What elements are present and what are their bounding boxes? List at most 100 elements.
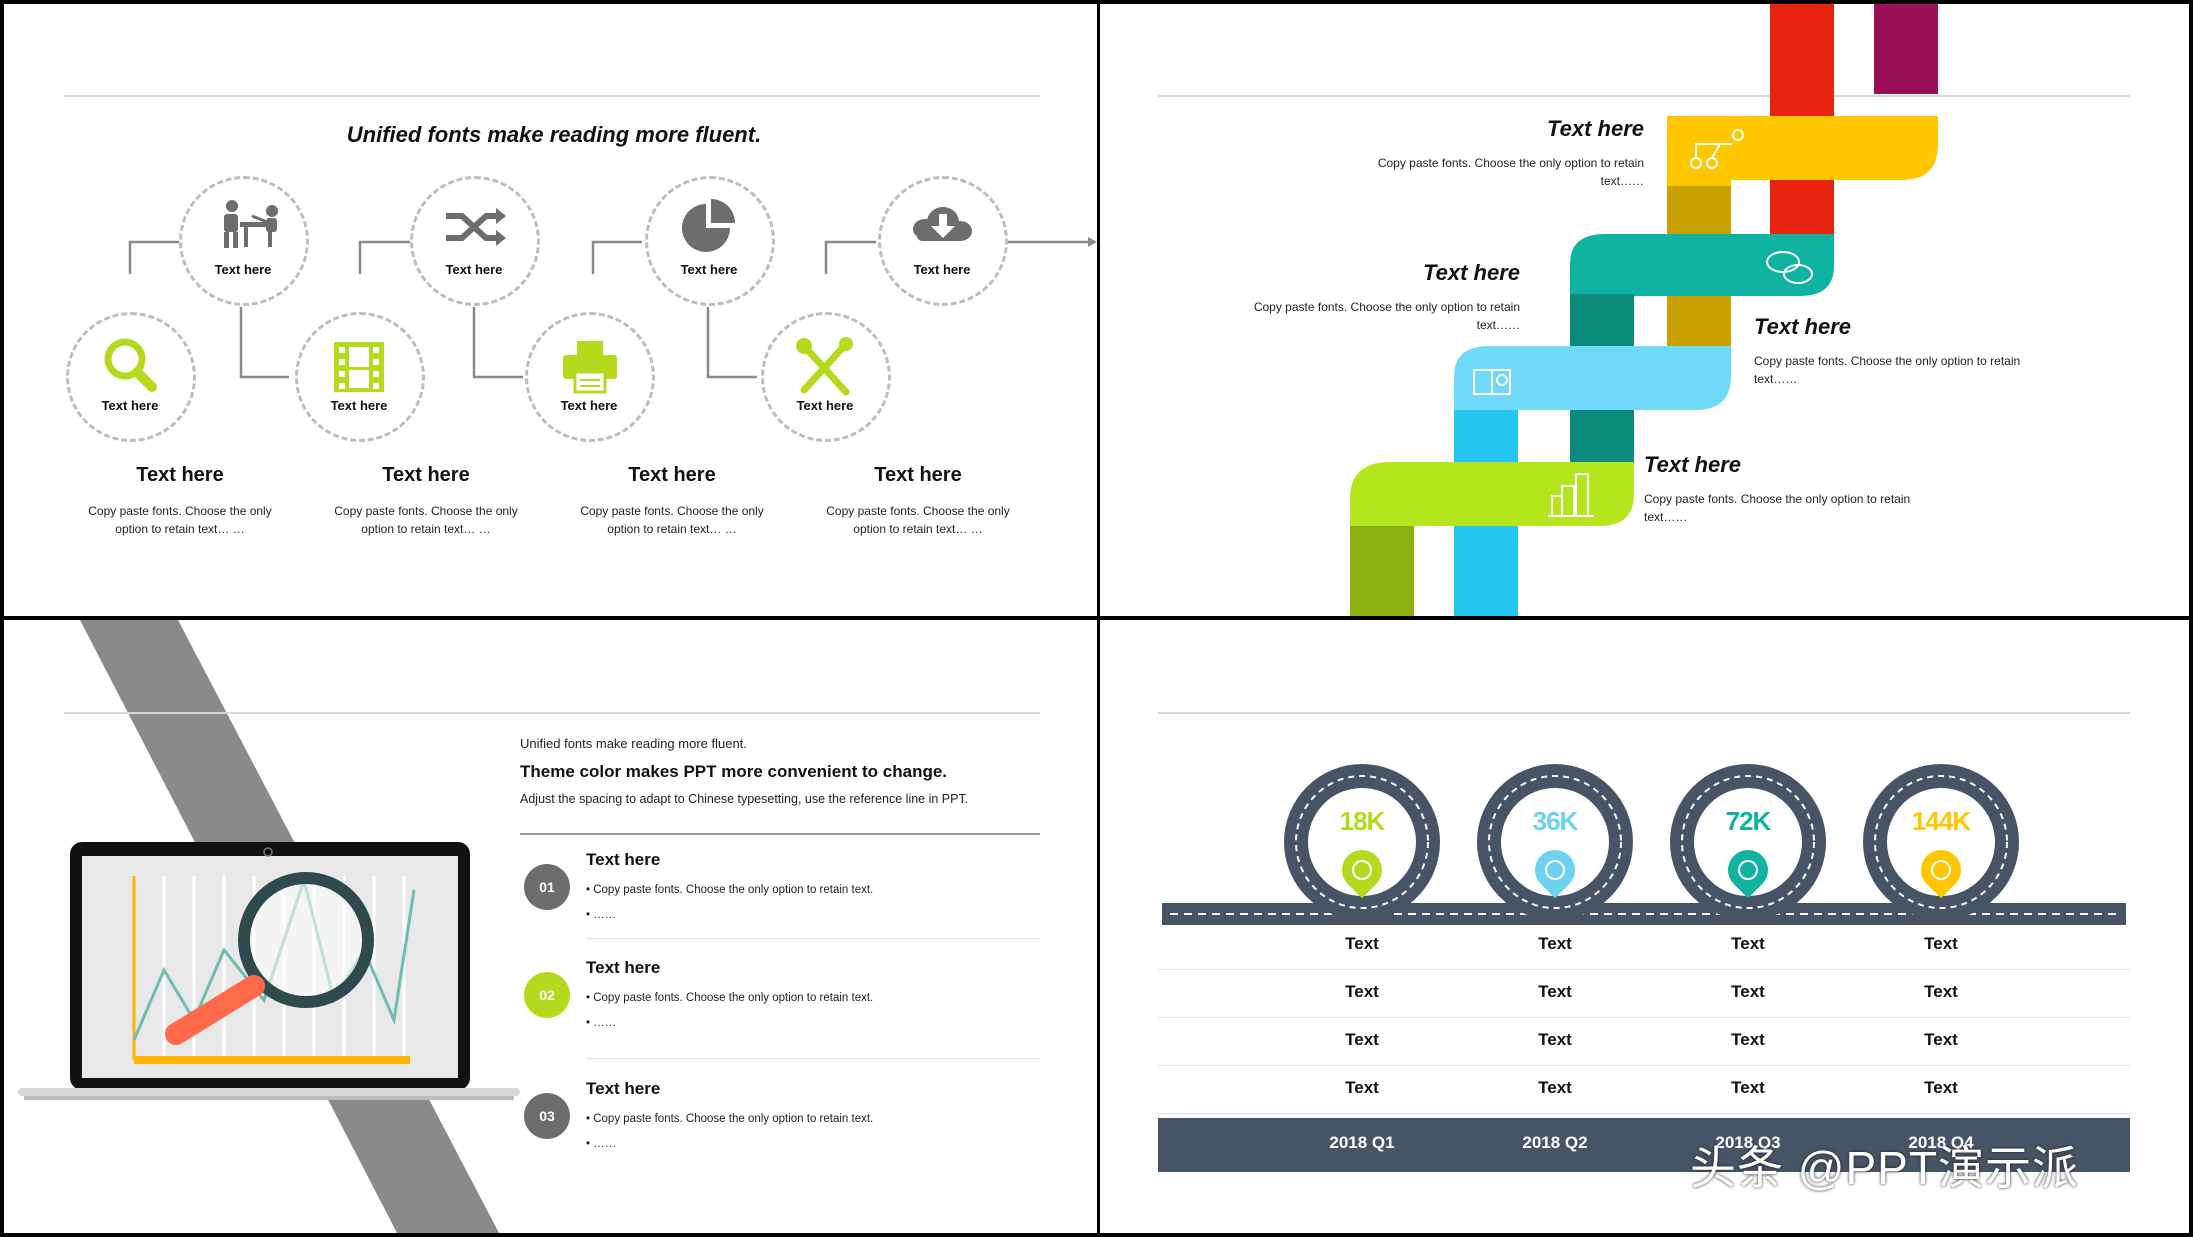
step-body-line: Copy paste fonts. Choose the only option… bbox=[1754, 354, 2021, 368]
bullet-dot: • bbox=[586, 992, 594, 1004]
table-cell: Text bbox=[1731, 982, 1765, 1001]
pie-chart-icon bbox=[682, 199, 735, 252]
bullet-text: Copy paste fonts. Choose the only option… bbox=[593, 884, 874, 896]
panel-circle-process: Unified fonts make reading more fluent. … bbox=[4, 4, 1097, 616]
table-cell: Text bbox=[1924, 1078, 1958, 1097]
divider-line bbox=[1158, 712, 2130, 714]
step-body-line: Copy paste fonts. Choose the only option… bbox=[1377, 156, 1644, 170]
buildings-icon bbox=[1548, 473, 1594, 517]
badge-value: 18K bbox=[1339, 806, 1386, 836]
item-separator bbox=[586, 1058, 1040, 1059]
badge-value: 36K bbox=[1532, 806, 1579, 836]
list-top-line bbox=[520, 833, 1040, 835]
column-title: Text here bbox=[874, 464, 962, 486]
step-body-line: text…… bbox=[1754, 372, 1798, 386]
film-icon bbox=[334, 342, 384, 392]
quarter-label: 2018 Q4 bbox=[1908, 1133, 1974, 1152]
bullet-dot: • bbox=[586, 1113, 594, 1125]
column-body-line: option to retain text… … bbox=[607, 522, 737, 536]
item-bullet: • Copy paste fonts. Choose the only opti… bbox=[586, 884, 873, 896]
item-separator bbox=[586, 938, 1040, 939]
table-cell: Text bbox=[1924, 982, 1958, 1001]
table-cell: Text bbox=[1731, 1078, 1765, 1097]
step-body-line: Copy paste fonts. Choose the only option… bbox=[1253, 300, 1520, 314]
item-bullet: • Copy paste fonts. Choose the only opti… bbox=[586, 1113, 873, 1125]
divider-line bbox=[64, 95, 1040, 97]
bullet-text: Copy paste fonts. Choose the only option… bbox=[593, 992, 874, 1004]
bullet-text: …… bbox=[593, 1138, 617, 1150]
process-circle bbox=[878, 176, 1008, 306]
column-body-line: option to retain text… … bbox=[853, 522, 983, 536]
item-number: 01 bbox=[524, 864, 570, 910]
section-title: Theme color makes PPT more convenient to… bbox=[520, 762, 948, 781]
column-body-line: Copy paste fonts. Choose the only bbox=[88, 504, 272, 518]
headline: Unified fonts make reading more fluent. bbox=[346, 122, 762, 147]
book-chart-icon bbox=[1473, 369, 1511, 395]
watermark: 头条 @PPT演示派 bbox=[1690, 1142, 2079, 1194]
circle-label: Text here bbox=[214, 262, 272, 277]
badge-value: 72K bbox=[1725, 806, 1772, 836]
process-circle bbox=[410, 176, 540, 306]
cloud-download-icon bbox=[913, 207, 972, 241]
item-bullet: • Copy paste fonts. Choose the only opti… bbox=[586, 992, 873, 1004]
step-title: Text here bbox=[1754, 314, 1852, 339]
step-body-line: Copy paste fonts. Choose the only option… bbox=[1644, 492, 1911, 506]
panel-laptop-list: Unified fonts make reading more fluent. … bbox=[4, 620, 1097, 1233]
step-title: Text here bbox=[1644, 452, 1742, 477]
column-title: Text here bbox=[628, 464, 716, 486]
bullet-dot: • bbox=[586, 1138, 594, 1150]
table-cell: Text bbox=[1345, 1030, 1379, 1049]
column-title: Text here bbox=[382, 464, 470, 486]
process-circle bbox=[761, 312, 891, 442]
circle-label: Text here bbox=[680, 262, 738, 277]
printer-icon bbox=[563, 341, 617, 394]
description: Adjust the spacing to adapt to Chinese t… bbox=[520, 792, 969, 806]
chat-bubbles-icon bbox=[1766, 251, 1813, 284]
circle-label: Text here bbox=[796, 398, 854, 413]
tools-icon bbox=[796, 337, 853, 396]
connector-lines bbox=[128, 237, 1097, 379]
circle-icons bbox=[104, 199, 972, 396]
column-body-line: option to retain text… … bbox=[115, 522, 245, 536]
bullet-text: …… bbox=[593, 909, 617, 921]
quarter-label: 2018 Q2 bbox=[1522, 1133, 1588, 1152]
circle-label: Text here bbox=[445, 262, 503, 277]
step-title: Text here bbox=[1422, 260, 1520, 285]
shuffle-icon bbox=[446, 208, 506, 246]
table-row-line bbox=[1158, 1017, 2130, 1018]
subtitle: Unified fonts make reading more fluent. bbox=[520, 736, 747, 751]
laptop-illustration bbox=[18, 620, 520, 1233]
circle-label: Text here bbox=[913, 262, 971, 277]
compass-face bbox=[1540, 855, 1570, 885]
column-body-line: Copy paste fonts. Choose the only bbox=[826, 504, 1010, 518]
item-title: Text here bbox=[586, 958, 661, 977]
table-cell: Text bbox=[1924, 934, 1958, 953]
ribbon-graphic bbox=[1350, 4, 1938, 616]
column-body-line: Copy paste fonts. Choose the only bbox=[580, 504, 764, 518]
item-bullet: • …… bbox=[586, 1138, 616, 1150]
table-cell: Text bbox=[1731, 934, 1765, 953]
quarter-label: 2018 Q1 bbox=[1329, 1133, 1395, 1152]
column-title: Text here bbox=[136, 464, 224, 486]
column-body-line: Copy paste fonts. Choose the only bbox=[334, 504, 518, 518]
item-title: Text here bbox=[586, 850, 661, 869]
circle-label: Text here bbox=[560, 398, 618, 413]
table-cell: Text bbox=[1345, 982, 1379, 1001]
bullet-text: Copy paste fonts. Choose the only option… bbox=[593, 1113, 874, 1125]
table-cell: Text bbox=[1538, 982, 1572, 1001]
table-row-line bbox=[1158, 1065, 2130, 1066]
badge-value: 144K bbox=[1911, 806, 1971, 836]
divider-line bbox=[64, 712, 1040, 714]
road-graphic bbox=[1162, 764, 2126, 925]
magnifier-icon bbox=[104, 338, 157, 392]
table-cell: Text bbox=[1538, 934, 1572, 953]
item-number: 03 bbox=[524, 1093, 570, 1139]
branch-icon bbox=[1690, 129, 1744, 169]
step-body-line: text…… bbox=[1600, 174, 1644, 188]
bullet-dot: • bbox=[586, 1017, 594, 1029]
item-bullet: • …… bbox=[586, 1017, 616, 1029]
step-body-line: text…… bbox=[1476, 318, 1520, 332]
item-title: Text here bbox=[586, 1079, 661, 1098]
item-number: 02 bbox=[524, 972, 570, 1018]
